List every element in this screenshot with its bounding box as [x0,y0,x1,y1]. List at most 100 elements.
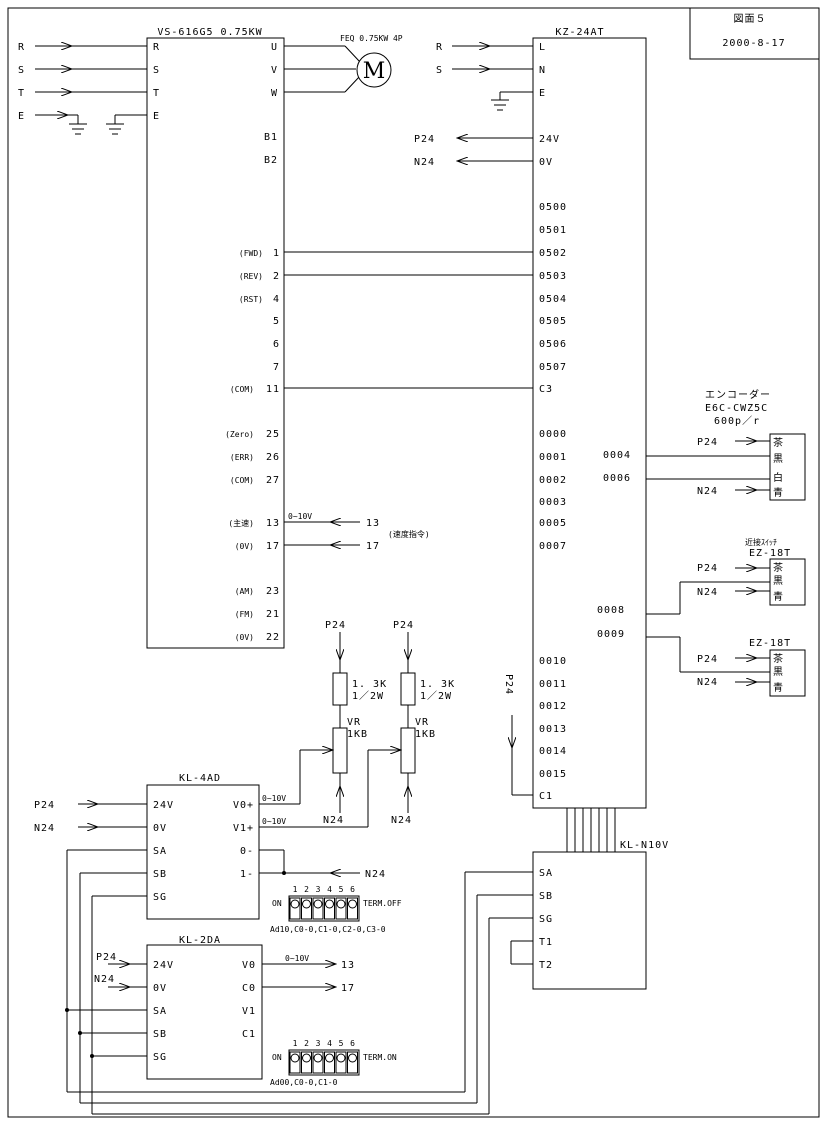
ad-p24: P24 [34,800,55,811]
junction-dot [282,871,286,875]
plc-pin-e: E [539,88,546,99]
dip-number: 2 [304,885,309,894]
prox1-title: 近接ｽｲｯﾁ [745,537,777,547]
dip-number: 4 [327,885,332,894]
encoder-pin-brown: 茶 [773,436,784,449]
n10v-pin-sg: SG [539,914,553,925]
da-n24: N24 [94,974,115,985]
prox1-n24: N24 [697,587,718,598]
dip-knob-icon [348,1053,357,1063]
vr-circuit-2: P24 1. 3K 1／2W VR 1KB N24 [391,620,455,826]
ext-17-label: 17 [366,541,380,552]
plc-encoder-b: 0006 [603,473,631,484]
dip-knob-icon [336,899,346,909]
vr2-label: VR [415,717,429,728]
dip-number: 3 [316,1039,321,1048]
n10v-pin-t1: T1 [539,937,553,948]
plc-input-pin: 0012 [539,701,567,712]
inverter-terminal-label: (AM) [235,587,254,596]
encoder-n24: N24 [697,486,718,497]
plc-output-pin: 0504 [539,294,567,305]
potentiometer-1 [332,727,348,774]
dip-number: 6 [350,1039,355,1048]
plc-kz24at: KZ-24AT R S L N E P24 N24 24V 0V 0500050… [414,27,647,853]
inverter-terminal-label: (0V) [235,633,254,642]
vr2-supply: P24 [393,620,414,631]
da-title: KL-2DA [179,935,221,946]
da-dip-on: ON [272,1053,282,1062]
junction-dot [78,1031,82,1035]
dip-number: 4 [327,1039,332,1048]
encoder-resolution: 600p／r [714,415,760,427]
ad-v0-signal: 0~10V [262,794,286,803]
encoder-pin-blue: 青 [773,486,784,499]
ad-pin-sb: SB [153,869,167,880]
dip-knob-icon [336,1053,346,1063]
inverter-terminal-label: (COM) [230,385,254,394]
ad-dip-note: Ad10,C0-0,C1-0,C2-0,C3-0 [270,925,386,934]
pin-t: T [153,88,160,99]
plc-input-pin: 0001 [539,452,567,463]
ad-pin-0v: 0V [153,823,167,834]
motor-symbol: M [363,59,386,84]
ground-icon [68,114,87,135]
speed-command-note: (速度指令) [388,529,430,539]
da-pin-sb: SB [153,1029,167,1040]
proximity-switch-2: EZ-18T 茶 黒 青 P24 N24 [646,636,806,697]
inverter-terminal: 23 [266,586,280,597]
pin-r: R [153,42,160,53]
da-p24: P24 [96,952,117,963]
plc-input-s: S [436,65,443,76]
n10v-pin-sa: SA [539,868,553,879]
da-dip-note: Ad00,C0-0,C1-0 [270,1078,338,1087]
plc-input-pin: 0002 [539,475,567,486]
dip-knob-icon [313,1053,323,1063]
inverter-terminal: 27 [266,475,280,486]
n10v-title: KL-N10V [620,840,669,851]
title-block: 図面５ 2000-8-17 [689,7,820,60]
inverter-terminal: 22 [266,632,280,643]
module-kln10v: KL-N10V SA SB SG T1 T2 [510,840,669,990]
pin-s: S [153,65,160,76]
inverter-terminal: 13 [266,518,280,529]
plc-in-0008-right: 0008 [597,605,625,616]
ad-pin-v0: V0+ [233,800,254,811]
vr1-label: VR [347,717,361,728]
ad-pin-24v: 24V [153,800,174,811]
ad-title: KL-4AD [179,773,221,784]
proximity-switch-1: 近接ｽｲｯﾁ EZ-18T 茶 黒 青 P24 N24 [646,537,806,615]
da-c0-to: 17 [341,983,355,994]
plc-output-pin: C3 [539,384,553,395]
vr2-r-value: 1. 3K [420,679,455,690]
dip-number: 5 [339,1039,344,1048]
inverter-terminal: 7 [273,362,280,373]
inverter-vs616g5: VS-616G5 0.75KW R S T E R S T [18,27,285,649]
inverter-terminal: 25 [266,429,280,440]
dip-number: 2 [304,1039,309,1048]
plc-input-pin: 0007 [539,541,567,552]
encoder-e6c: エンコーダー E6C-CWZ5C 600p／r 茶 黒 白 青 P24 N24 [646,388,806,501]
speed-command-wiring: 0~10V 13 17 (速度指令) [284,512,430,552]
inverter-terminal-label: (REV) [239,272,263,281]
inverter-title: VS-616G5 0.75KW [157,27,262,38]
module-kl2da: KL-2DA 24V 0V SA SB SG V0 C0 V1 C1 P24 N… [94,935,397,1087]
plc-input-pin: 0010 [539,656,567,667]
junction-dot [65,1008,69,1012]
ground-icon [106,114,147,135]
dip-knob-icon [302,1053,311,1063]
n10v-pin-sb: SB [539,891,553,902]
inverter-terminal-label: (COM) [230,476,254,485]
motor-label: FEQ 0.75KW 4P [340,34,403,43]
dip-number: 5 [339,885,344,894]
vr2-value: 1KB [415,729,436,740]
plc-input-pin: 0000 [539,429,567,440]
inverter-terminal: 17 [266,541,280,552]
vr2-gnd: N24 [391,815,412,826]
inverter-terminal: 21 [266,609,280,620]
plc-pin-n: N [539,65,546,76]
dip-knob-icon [290,1053,300,1063]
ad-pin-sa: SA [153,846,167,857]
plc-encoder-a: 0004 [603,450,631,461]
